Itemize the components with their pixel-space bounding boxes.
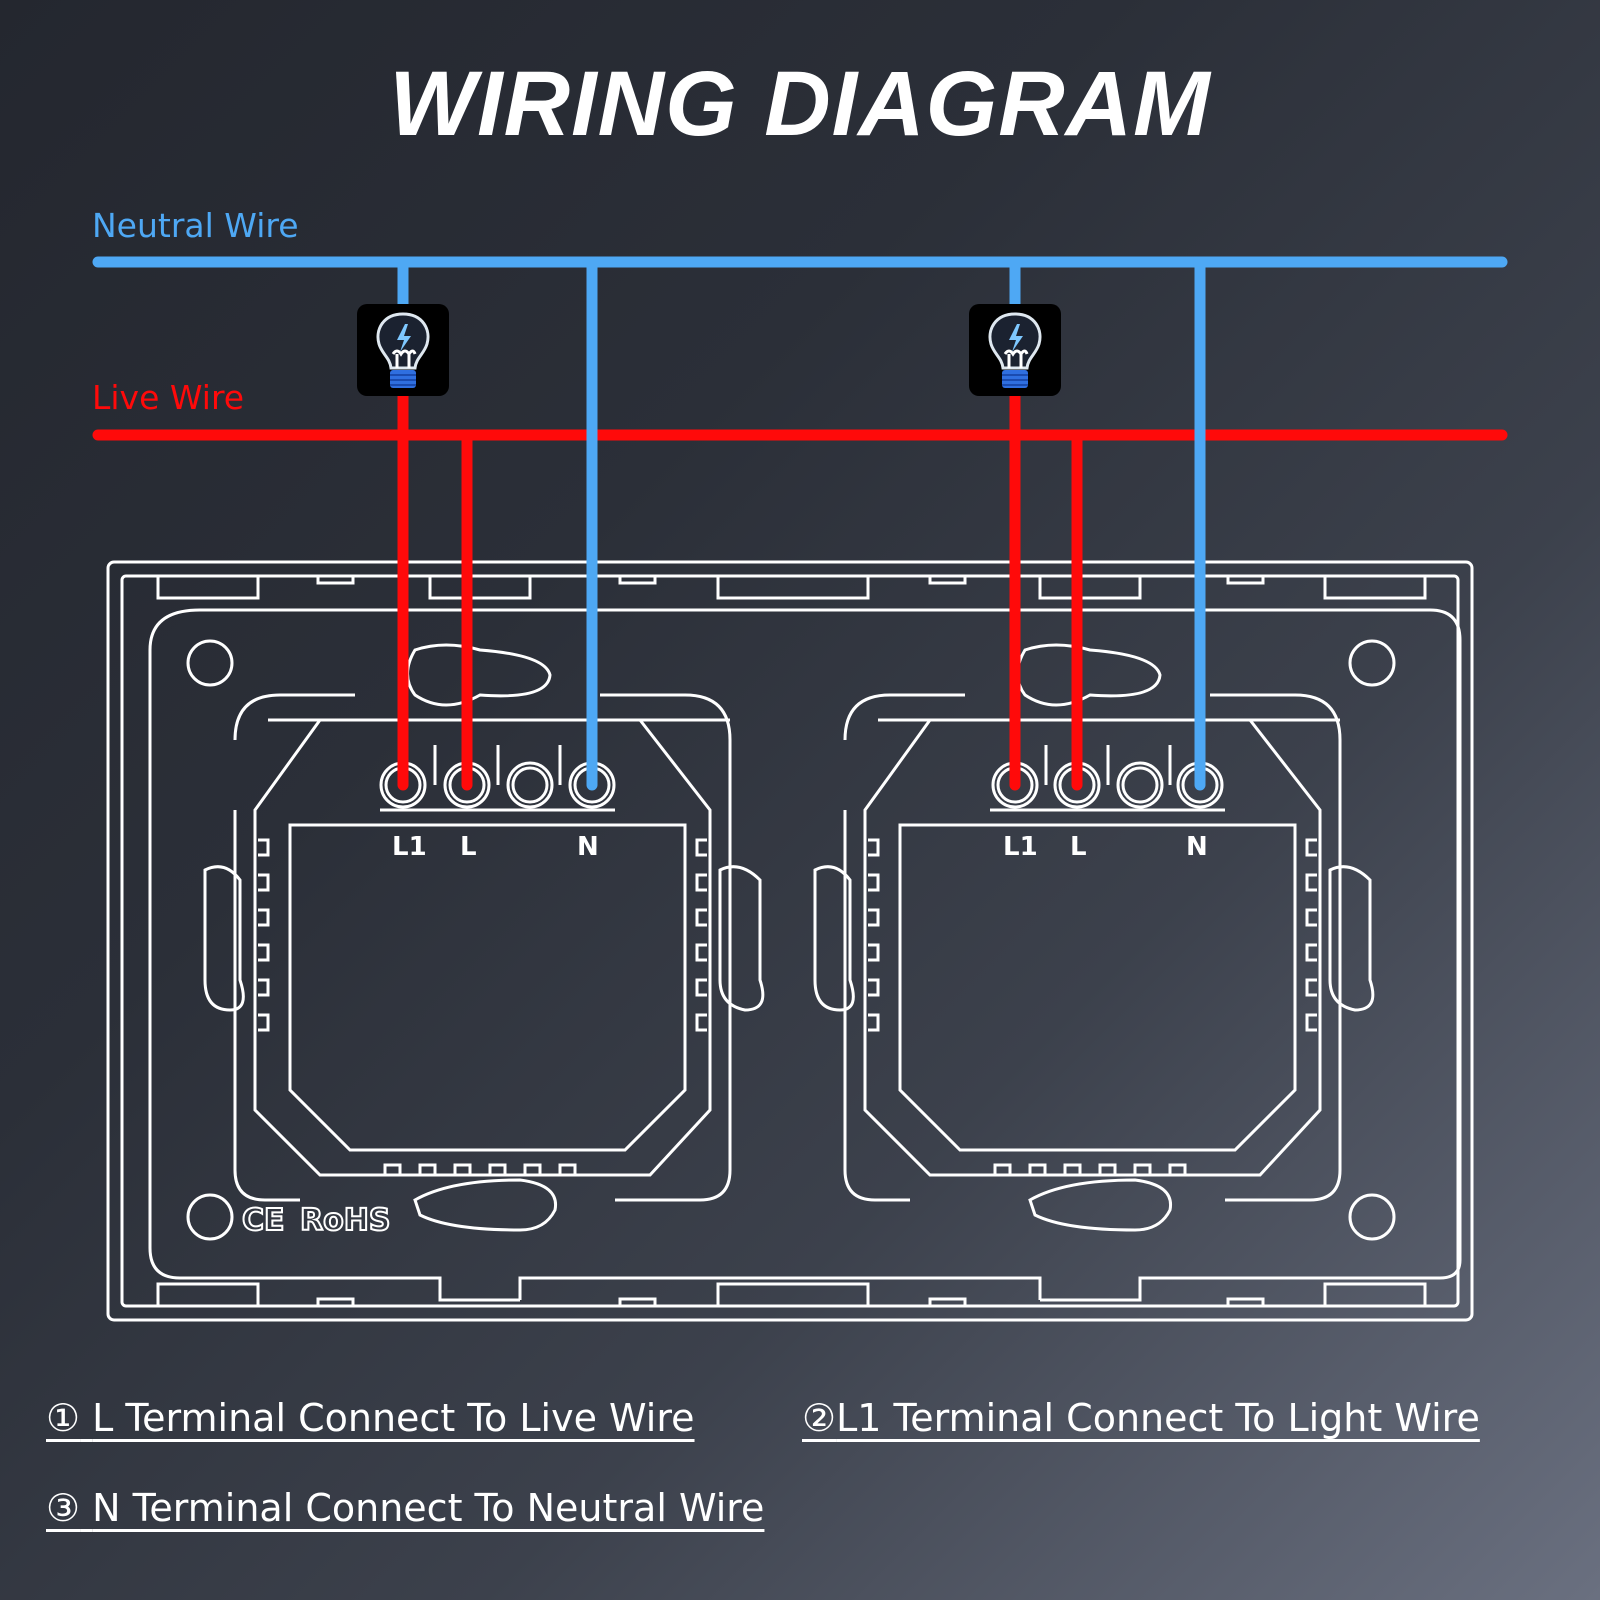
mounting-hole [1348,639,1396,687]
mounting-hole [186,1193,234,1241]
light-bulb-icon [357,304,449,396]
terminal-label-n-left: N [577,832,599,862]
live-wire-label: Live Wire [92,378,245,417]
legend-marker: ② [802,1396,837,1440]
light-bulb-icon [969,304,1061,396]
mounting-hole [186,639,234,687]
ce-mark: CE [242,1203,285,1238]
switch-module-left [203,643,765,1232]
terminal-label-l-right: L [1070,832,1087,862]
legend-text: L Terminal Connect To Live Wire [92,1396,695,1440]
legend-item-l1-terminal: ②L1 Terminal Connect To Light Wire [802,1396,1480,1440]
terminal-label-l1-left: L1 [392,832,427,862]
terminal-label-n-right: N [1186,832,1208,862]
mounting-hole [1348,1193,1396,1241]
legend-marker: ① [46,1396,81,1440]
switch-module-right [813,643,1375,1232]
mounting-holes [186,639,1396,1241]
legend-text: L1 Terminal Connect To Light Wire [836,1396,1480,1440]
legend-text: N Terminal Connect To Neutral Wire [92,1486,765,1530]
legend-item-n-terminal: ③ N Terminal Connect To Neutral Wire [46,1486,764,1530]
legend-item-l-terminal: ① L Terminal Connect To Live Wire [46,1396,695,1440]
rohs-mark: RoHS [300,1203,390,1238]
neutral-wire-label: Neutral Wire [92,206,299,245]
terminal-label-l1-right: L1 [1003,832,1038,862]
page-title: WIRING DIAGRAM [389,53,1211,155]
terminal-label-l-left: L [460,832,477,862]
switch-panel-outline [106,560,1474,1322]
legend-marker: ③ [46,1486,81,1530]
